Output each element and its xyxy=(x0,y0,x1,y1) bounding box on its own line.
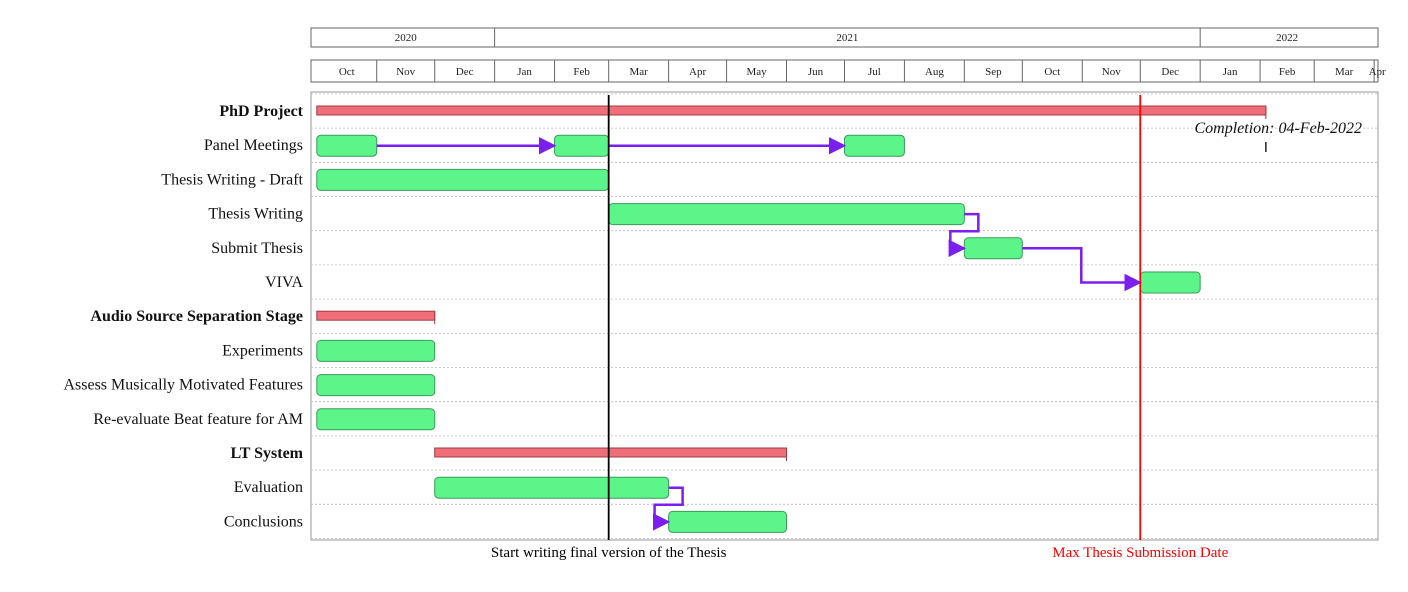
completion-label: Completion: 04-Feb-2022 xyxy=(1194,120,1362,137)
dependency-arrow xyxy=(1022,247,1142,292)
task-bar xyxy=(1139,271,1201,294)
chart-frame xyxy=(310,91,1379,541)
task-bar xyxy=(316,374,436,397)
month-label: Apr xyxy=(1369,66,1386,78)
task-label: PhD Project xyxy=(219,103,303,120)
task-bar xyxy=(608,203,965,226)
dependency-arrow xyxy=(652,486,684,531)
task-label: Assess Musically Motivated Features xyxy=(63,377,303,394)
task-label: Panel Meetings xyxy=(204,137,303,154)
task-bar xyxy=(434,476,670,499)
task-bar xyxy=(668,510,788,533)
month-label: Jun xyxy=(808,66,824,78)
month-label: Jul xyxy=(868,66,881,78)
month-label: Oct xyxy=(339,66,355,78)
task-label: LT System xyxy=(231,445,304,462)
year-header xyxy=(310,27,1379,48)
month-label: Nov xyxy=(1102,66,1121,78)
task-label: Thesis Writing - Draft xyxy=(161,171,303,188)
deadline-marker-label: Max Thesis Submission Date xyxy=(1052,545,1228,561)
month-label: Jan xyxy=(1223,66,1238,78)
month-label: Feb xyxy=(1279,66,1296,78)
group-bar xyxy=(316,310,436,321)
month-label: Aug xyxy=(925,66,944,78)
month-label: Feb xyxy=(573,66,590,78)
task-bar xyxy=(963,237,1023,260)
group-bar xyxy=(434,447,788,458)
year-label: 2020 xyxy=(395,32,418,44)
month-label: Nov xyxy=(396,66,415,78)
task-label: Conclusions xyxy=(224,513,303,530)
task-bar xyxy=(554,134,610,157)
year-label: 2021 xyxy=(836,32,858,44)
task-label: VIVA xyxy=(265,274,303,291)
task-bar xyxy=(316,168,610,191)
task-label: Thesis Writing xyxy=(208,206,303,223)
task-label: Evaluation xyxy=(234,479,303,496)
month-label: Dec xyxy=(456,66,474,78)
month-label: Sep xyxy=(985,66,1002,78)
task-bar xyxy=(844,134,905,157)
task-bar xyxy=(316,339,436,362)
month-label: Apr xyxy=(689,66,706,78)
month-label: May xyxy=(746,66,767,78)
today-marker-label: Start writing final version of the Thesi… xyxy=(491,545,727,561)
task-bar xyxy=(316,134,378,157)
group-bar xyxy=(316,105,1267,116)
month-label: Dec xyxy=(1161,66,1179,78)
task-label: Re-evaluate Beat feature for AM xyxy=(93,411,303,428)
month-label: Mar xyxy=(629,66,648,78)
task-label: Submit Thesis xyxy=(211,240,303,257)
task-label: Audio Source Separation Stage xyxy=(90,308,303,325)
month-label: Jan xyxy=(517,66,532,78)
task-bar xyxy=(316,408,436,431)
task-label: Experiments xyxy=(222,342,303,359)
dependency-arrow xyxy=(948,212,980,258)
month-label: Mar xyxy=(1335,66,1354,78)
year-label: 2022 xyxy=(1276,32,1298,44)
month-label: Oct xyxy=(1044,66,1060,78)
